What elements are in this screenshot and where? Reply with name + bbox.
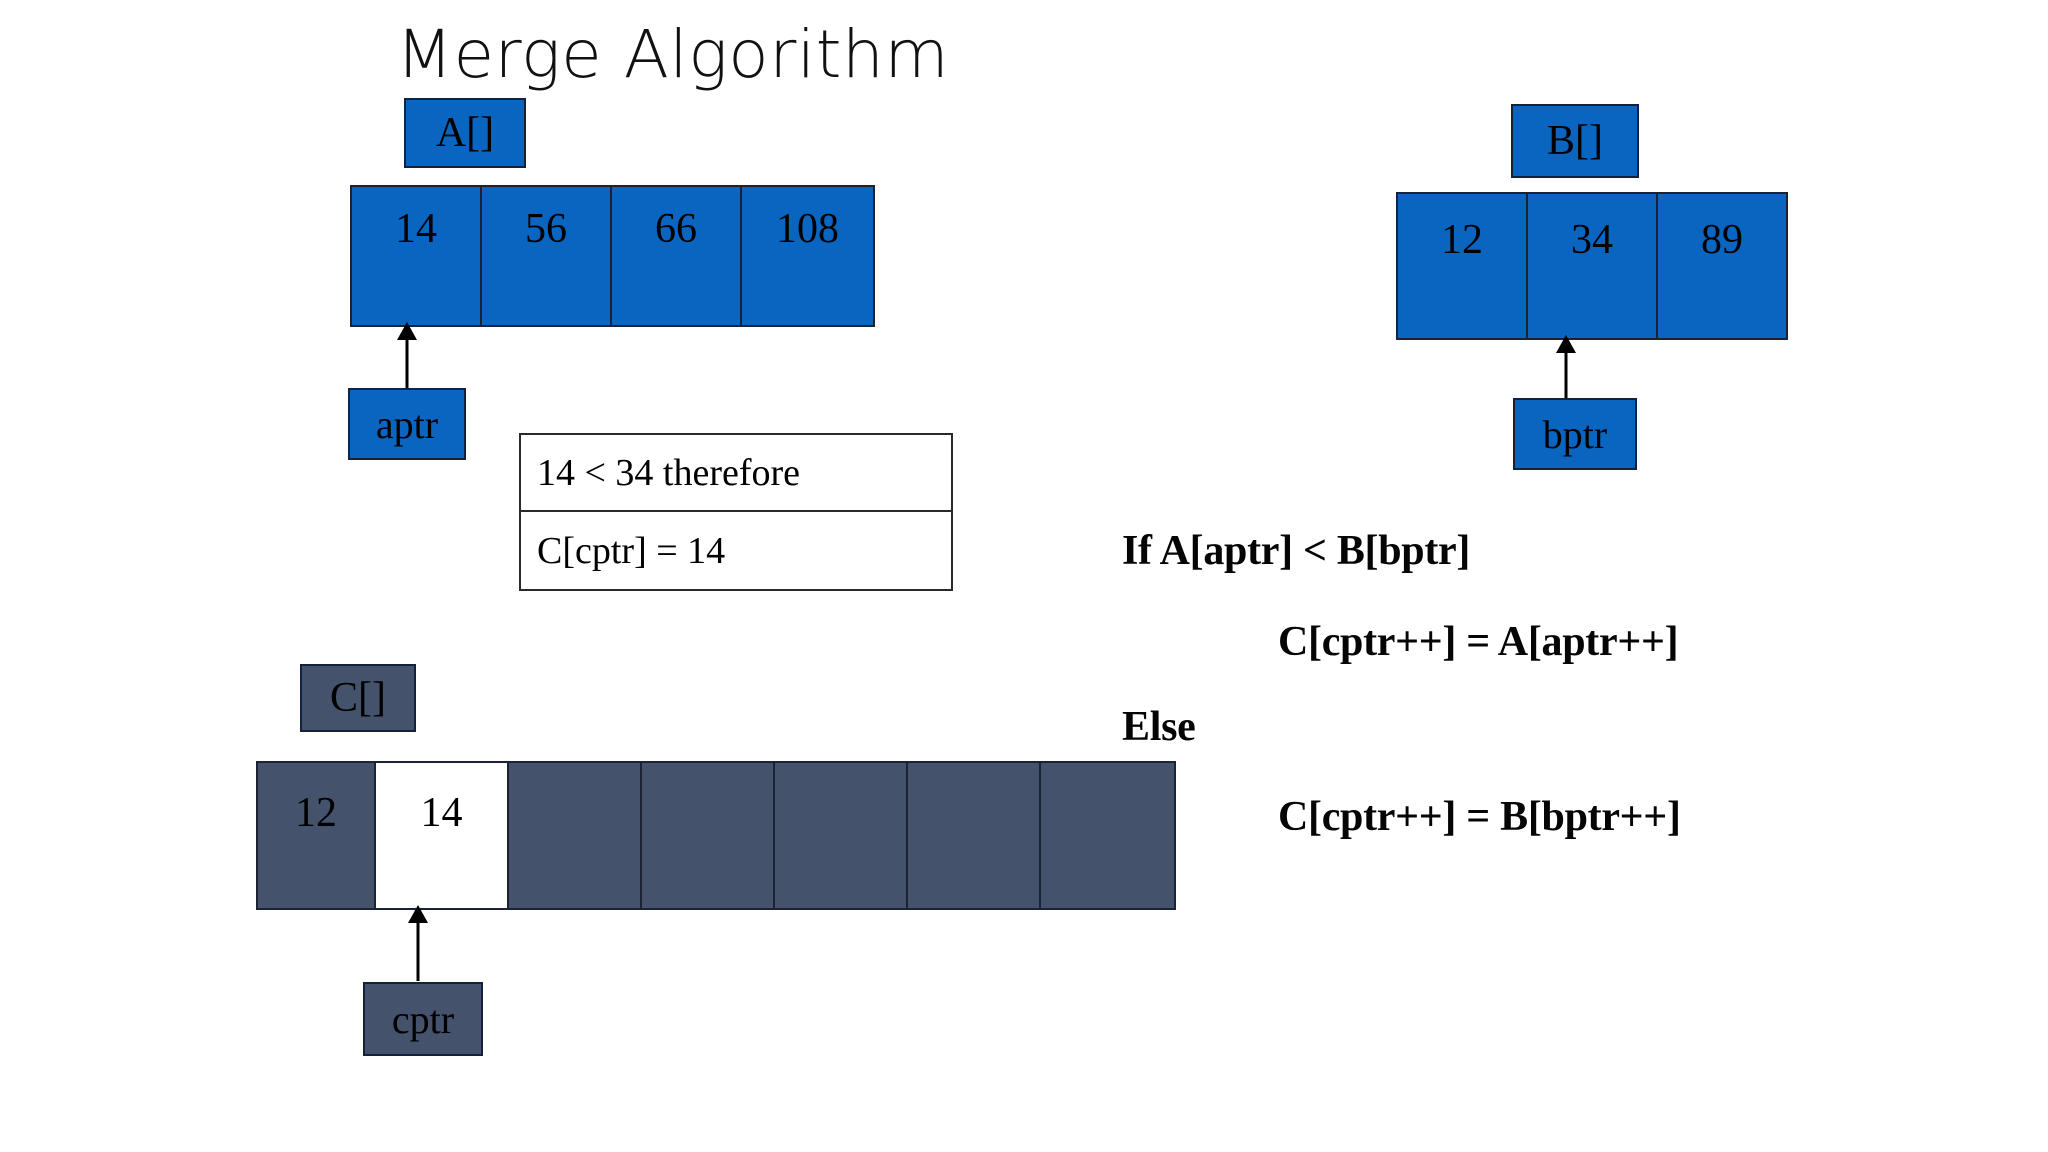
array-a-row: 14 56 66 108 bbox=[350, 185, 875, 327]
array-c-cell-1[interactable]: 14 bbox=[376, 763, 509, 908]
array-c-cell-1-value: 14 bbox=[420, 790, 463, 836]
array-a-cell-1[interactable]: 56 bbox=[482, 187, 612, 325]
page-title: Merge Algorithm bbox=[396, 16, 950, 93]
array-b-row: 12 34 89 bbox=[1396, 192, 1788, 340]
array-c-cell-2[interactable] bbox=[509, 763, 642, 908]
array-a-cell-1-value: 56 bbox=[525, 206, 567, 252]
array-a-cell-0[interactable]: 14 bbox=[352, 187, 482, 325]
array-c-cell-0[interactable]: 12 bbox=[258, 763, 376, 908]
array-a-label: A[] bbox=[404, 98, 526, 168]
bptr-arrow-up-icon bbox=[1556, 335, 1576, 400]
comparison-note-table: 14 < 34 therefore C[cptr] = 14 bbox=[519, 433, 953, 591]
pseudocode-else-body-line: C[cptr++] = B[bptr++] bbox=[1278, 794, 1681, 840]
array-a-cell-3[interactable]: 108 bbox=[742, 187, 873, 325]
array-c-row: 12 14 bbox=[256, 761, 1176, 910]
array-c-cell-3[interactable] bbox=[642, 763, 775, 908]
array-b-label-text: B[] bbox=[1547, 118, 1603, 164]
aptr-arrow-up-icon bbox=[397, 322, 417, 390]
array-c-label-text: C[] bbox=[330, 675, 386, 721]
array-a-cell-3-value: 108 bbox=[776, 206, 839, 252]
pseudocode-then-line: C[cptr++] = A[aptr++] bbox=[1278, 619, 1679, 665]
array-a-cell-2[interactable]: 66 bbox=[612, 187, 742, 325]
array-c-cell-5[interactable] bbox=[908, 763, 1041, 908]
array-a-label-text: A[] bbox=[435, 110, 495, 156]
array-c-cell-4[interactable] bbox=[775, 763, 908, 908]
aptr-label-box[interactable]: aptr bbox=[348, 388, 466, 460]
array-b-label: B[] bbox=[1511, 104, 1639, 178]
cptr-arrow-up-icon bbox=[408, 905, 428, 981]
pseudocode-else-line: Else bbox=[1122, 704, 1196, 750]
array-c-cell-6[interactable] bbox=[1041, 763, 1174, 908]
array-c-label: C[] bbox=[300, 664, 416, 732]
array-b-cell-0-value: 12 bbox=[1441, 217, 1483, 263]
pseudocode-if-line: If A[aptr] < B[bptr] bbox=[1122, 528, 1471, 574]
array-b-cell-2-value: 89 bbox=[1701, 217, 1743, 263]
comparison-note-line-2: C[cptr] = 14 bbox=[537, 529, 726, 572]
array-b-cell-1-value: 34 bbox=[1571, 217, 1613, 263]
array-c-cell-0-value: 12 bbox=[295, 790, 337, 836]
array-b-cell-2[interactable]: 89 bbox=[1658, 194, 1786, 338]
bptr-label-text: bptr bbox=[1542, 411, 1608, 457]
aptr-label-text: aptr bbox=[375, 401, 439, 447]
array-a-cell-0-value: 14 bbox=[395, 206, 437, 252]
array-a-cell-2-value: 66 bbox=[655, 206, 697, 252]
cptr-label-box[interactable]: cptr bbox=[363, 982, 483, 1056]
cptr-label-text: cptr bbox=[391, 996, 455, 1042]
array-b-cell-1[interactable]: 34 bbox=[1528, 194, 1658, 338]
bptr-label-box[interactable]: bptr bbox=[1513, 398, 1637, 470]
comparison-note-line-1: 14 < 34 therefore bbox=[521, 435, 951, 512]
array-b-cell-0[interactable]: 12 bbox=[1398, 194, 1528, 338]
